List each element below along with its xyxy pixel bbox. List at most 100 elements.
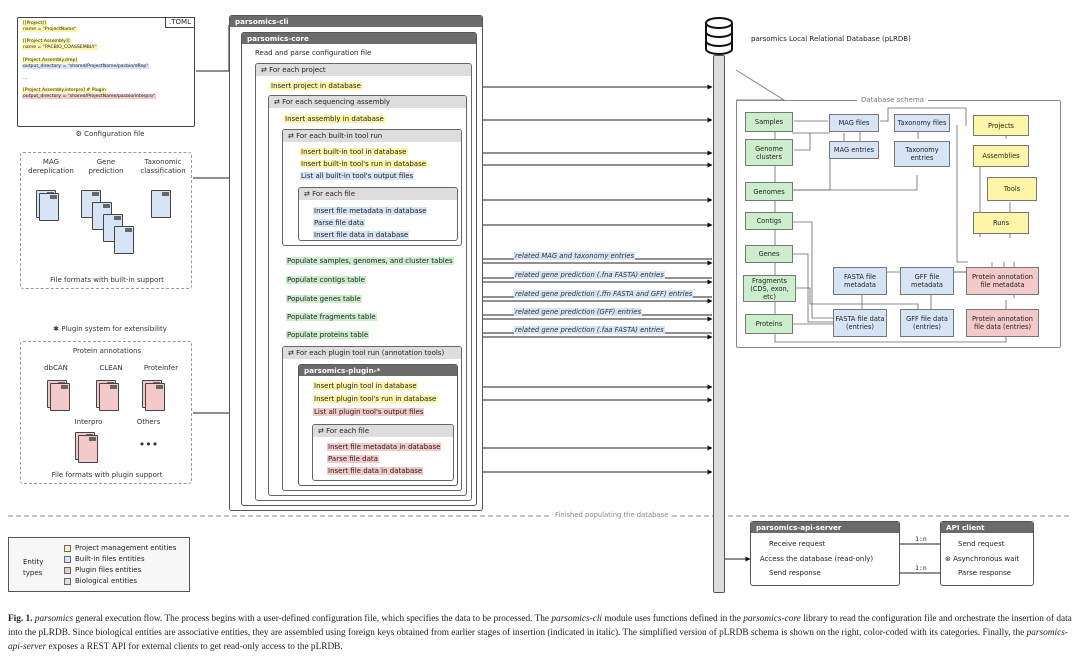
ellipsis-icon: •••: [138, 438, 159, 451]
entity-mag-files: MAG files: [829, 114, 879, 132]
divider-label: Finished populating the database: [552, 511, 672, 519]
related-entries-2: related gene prediction (.fna FASTA) ent…: [514, 271, 665, 279]
loop-header: ⇄ For each project: [256, 64, 471, 76]
loop-header: ⇄ For each file: [313, 425, 453, 437]
file-icon: [39, 193, 59, 221]
file-icon: [99, 383, 119, 411]
api-client-panel: API client: [940, 521, 1034, 586]
toml-line: output_directory = "shared/ProjectName/p…: [22, 63, 150, 69]
database-icon: [705, 17, 733, 55]
entity-protein-meta: Protein annotation file metadata: [966, 267, 1039, 295]
step-insert-builtin-tool: Insert built-in tool in database: [300, 148, 408, 156]
step-insert-file-meta: Insert file metadata in database: [313, 207, 428, 215]
step-receive-request: Receive request: [769, 540, 826, 548]
step-parse-response: Parse response: [958, 569, 1012, 577]
file-icon: [151, 190, 171, 218]
toml-line: [[Project.Assembly]]: [22, 39, 71, 45]
loop-icon: ⇄: [318, 427, 327, 435]
entity-assemblies: Assemblies: [973, 145, 1029, 167]
step-populate-samples: Populate samples, genomes, and cluster t…: [286, 257, 454, 265]
entity-fasta-data: FASTA file data (entries): [833, 309, 887, 337]
step-send-response: Send response: [769, 569, 821, 577]
step-insert-plugin-tool: Insert plugin tool in database: [313, 382, 418, 390]
tool-mag-dereplication: MAG dereplication: [28, 158, 74, 175]
database-schema: Database schema: [736, 96, 1061, 348]
entity-samples: Samples: [745, 112, 793, 132]
step-insert-project: Insert project in database: [270, 82, 362, 90]
entity-fragments: Fragments (CDS, exon, etc): [743, 275, 796, 302]
entity-gff-data: GFF file data (entries): [900, 309, 954, 337]
plugin-title: Protein annotations: [72, 347, 142, 355]
legend-item: Built-in files entities: [64, 554, 176, 565]
api-server-panel: parsomics-api-server: [750, 521, 900, 586]
toml-lines: [[Project]]name = "ProjectName"[[Project…: [22, 21, 190, 100]
toml-line: output_directory = "shared/ProjectName/p…: [22, 94, 157, 100]
step-populate-contigs: Populate contigs table: [286, 276, 366, 284]
plugin-interpro: Interpro: [74, 418, 103, 426]
database-pillar: [713, 55, 725, 593]
step-populate-fragments: Populate fragments table: [286, 313, 377, 321]
loop-header: ⇄ For each plugin tool run (annotation t…: [283, 347, 461, 359]
step-insert-assembly: Insert assembly in database: [284, 115, 385, 123]
core-title: parsomics-core: [242, 33, 476, 44]
entity-genes: Genes: [745, 245, 793, 263]
entity-projects: Projects: [973, 115, 1029, 136]
step-insert-plugin-run: Insert plugin tool's run in database: [313, 395, 438, 403]
step-parse-file: Parse file data: [313, 219, 365, 227]
loop-header: ⇄ For each sequencing assembly: [269, 96, 466, 108]
step-populate-proteins: Populate proteins table: [286, 331, 370, 339]
toml-line: [Project.Assembly.interpro] # Plugin: [22, 88, 107, 94]
gear-icon: ⚙: [75, 130, 82, 138]
legend-item: Plugin files entities: [64, 565, 176, 576]
plugin-heading: ✱ Plugin system for extensibility: [53, 325, 167, 333]
loop-icon: ⇄: [304, 190, 313, 198]
plugin-formats-box: Protein annotations dbCAN CLEAN Proteinf…: [20, 341, 192, 484]
plugin-dbcan: dbCAN: [44, 364, 68, 372]
schema-label: Database schema: [857, 96, 928, 104]
loop-header: ⇄ For each file: [299, 188, 457, 200]
step-plugin-parse: Parse file data: [327, 455, 379, 463]
builtin-caption: File formats with built-in support: [50, 276, 164, 284]
toml-line: [Project.Assembly.drep]: [22, 57, 79, 63]
step-send-request: Send request: [958, 540, 1005, 548]
toml-line: ...: [23, 75, 28, 81]
entity-contigs: Contigs: [745, 212, 793, 230]
loop-icon: ⇄: [288, 349, 297, 357]
step-populate-genes: Populate genes table: [286, 295, 362, 303]
legend-swatch: [64, 566, 71, 574]
loop-header: ⇄ For each built-in tool run: [283, 130, 461, 142]
loop-icon: ⇄: [274, 98, 283, 106]
related-entries-3: related gene prediction (.ffn FASTA and …: [514, 290, 694, 298]
clock-icon: ⊛: [945, 555, 954, 563]
plugin-others: Others: [136, 418, 161, 426]
file-icon: [78, 435, 98, 463]
step-plugin-insert-meta: Insert file metadata in database: [327, 443, 442, 451]
step-insert-builtin-run: Insert built-in tool's run in database: [300, 160, 428, 168]
loop-icon: ⇄: [261, 66, 270, 74]
related-entries-1: related MAG and taxonomy entries: [514, 252, 636, 260]
entity-genomes: Genomes: [745, 182, 793, 201]
entity-runs: Runs: [973, 212, 1029, 234]
step-read-config: Read and parse configuration file: [255, 49, 372, 57]
entity-mag-entries: MAG entries: [829, 141, 879, 159]
related-entries-5: related gene prediction (.faa FASTA) ent…: [514, 326, 665, 334]
loop-icon: ⇄: [288, 132, 297, 140]
step-insert-file-data: Insert file data in database: [313, 231, 410, 239]
entity-tools: Tools: [987, 177, 1037, 201]
cardinality-response: 1:n: [915, 564, 927, 572]
toml-config-file: .TOML [[Project]]name = "ProjectName"[[P…: [17, 17, 195, 127]
entity-gff-meta: GFF file metadata: [900, 267, 954, 295]
tool-taxonomic-classification: Taxonomic classification: [140, 158, 186, 175]
plugin-clean: CLEAN: [99, 364, 123, 372]
entity-protein-data: Protein annotation file data (entries): [966, 309, 1039, 337]
entity-taxonomy-files: Taxonomy files: [894, 114, 950, 132]
step-plugin-insert-data: Insert file data in database: [327, 467, 424, 475]
toml-line: name = "ProjectName": [22, 27, 78, 33]
toml-line: name = "PACBIO_COASSEMBLY": [22, 45, 98, 51]
plugin-proteinfer: Proteinfer: [143, 364, 179, 372]
file-icon: [114, 226, 134, 254]
legend: Entity types Project management entities…: [8, 537, 190, 592]
step-access-db: →Access the database (read-only): [759, 555, 874, 563]
tool-gene-prediction: Gene prediction: [88, 158, 124, 175]
